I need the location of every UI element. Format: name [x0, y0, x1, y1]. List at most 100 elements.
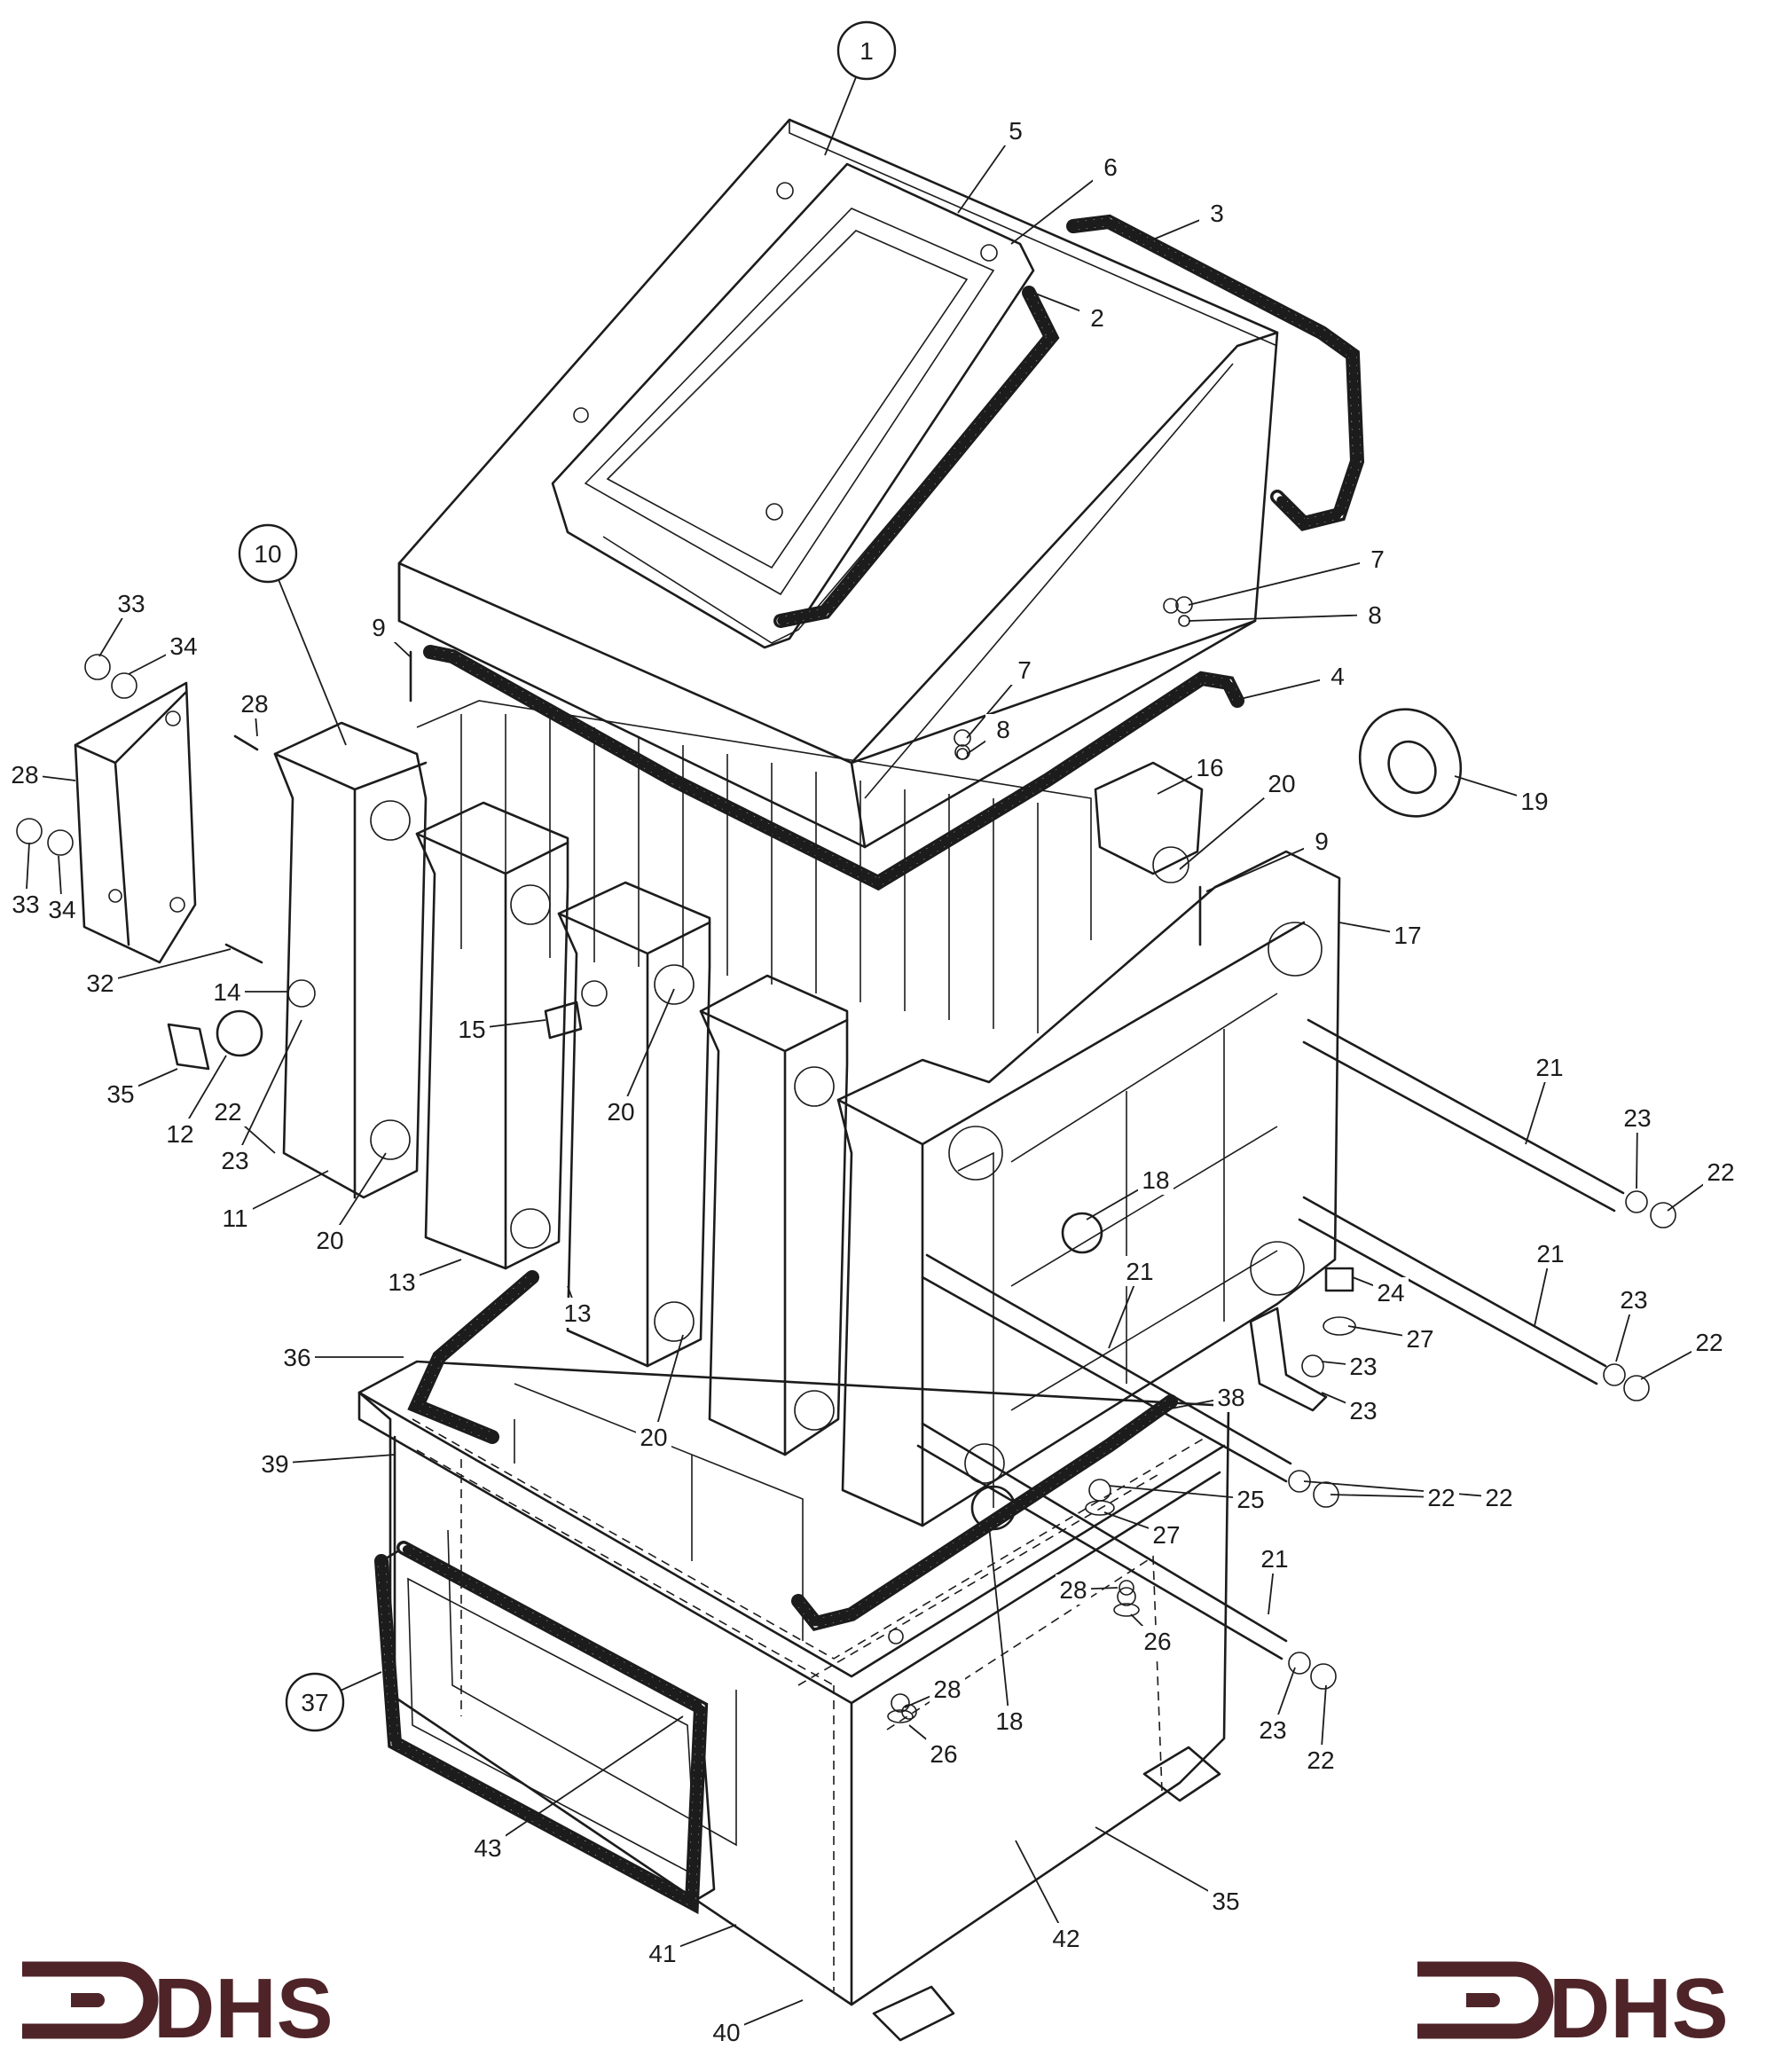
callout-number-33: 33 — [12, 891, 39, 918]
callout-number-7: 7 — [1017, 656, 1032, 684]
callout-backdrop-8 — [1357, 600, 1393, 630]
callout-number-24: 24 — [1377, 1279, 1404, 1307]
callout-number-38: 38 — [1217, 1384, 1244, 1411]
callout-number-17: 17 — [1393, 922, 1421, 949]
callout-number-7: 7 — [1370, 545, 1385, 573]
mounting-clip — [1249, 1267, 1356, 1412]
callout-backdrop-11 — [217, 1203, 253, 1233]
callout-number-21: 21 — [1536, 1240, 1564, 1268]
callout-number-23: 23 — [1349, 1397, 1377, 1424]
callout-backdrop-28 — [930, 1674, 965, 1704]
callout-backdrop-28 — [7, 759, 43, 789]
callout-number-21: 21 — [1126, 1258, 1153, 1285]
callout-circle-1 — [836, 20, 897, 81]
callout-backdrop-22 — [1703, 1157, 1739, 1187]
callout-number-21: 21 — [1535, 1054, 1563, 1081]
callout-backdrop-39 — [257, 1448, 293, 1479]
callout-backdrop-13 — [560, 1298, 595, 1328]
callout-number-23: 23 — [1259, 1716, 1286, 1744]
callout-number-27: 27 — [1152, 1521, 1180, 1549]
callout-backdrop-28 — [1056, 1574, 1091, 1605]
callout-backdrop-22 — [1424, 1482, 1459, 1512]
callout-backdrop-28 — [237, 688, 272, 718]
callout-backdrop-22 — [1692, 1327, 1727, 1357]
callout-backdrop-20 — [603, 1096, 639, 1126]
leader-line-22 — [1330, 1494, 1442, 1498]
callout-number-35: 35 — [106, 1080, 134, 1108]
callout-number-6: 6 — [1103, 153, 1118, 181]
callout-backdrop-41 — [645, 1938, 680, 1968]
inspection-window — [551, 162, 1048, 649]
callout-number-20: 20 — [607, 1098, 634, 1126]
callout-backdrop-26 — [1140, 1626, 1175, 1656]
callout-backdrop-40 — [709, 2017, 744, 2047]
leader-line-20 — [620, 988, 675, 1112]
callout-backdrop-34 — [44, 894, 80, 924]
callout-backdrop-42 — [1048, 1923, 1084, 1953]
callout-backdrop-21 — [1532, 1052, 1567, 1082]
callout-number-13: 13 — [563, 1299, 591, 1327]
callout-backdrop-25 — [1233, 1484, 1268, 1514]
leader-line-23 — [234, 1019, 302, 1161]
bottom-screws — [887, 1479, 1140, 1723]
callout-number-36: 36 — [283, 1344, 310, 1371]
callout-number-22: 22 — [1307, 1746, 1334, 1774]
callout-number-14: 14 — [213, 978, 240, 1006]
callout-number-28: 28 — [240, 690, 268, 718]
callout-number-22: 22 — [1485, 1484, 1512, 1511]
callout-backdrop-23 — [1346, 1395, 1381, 1425]
leader-line-10 — [267, 553, 347, 746]
callout-backdrop-7 — [1360, 544, 1395, 574]
callout-backdrop-23 — [217, 1145, 253, 1175]
callout-backdrop-34 — [166, 631, 201, 661]
dhs-logo-left: DHS — [22, 1961, 334, 2056]
callout-number-22: 22 — [1707, 1158, 1734, 1186]
callout-number-26: 26 — [1143, 1628, 1171, 1655]
callout-number-28: 28 — [11, 761, 38, 789]
dhs-logo-right: DHS — [1417, 1961, 1729, 2056]
callout-number-18: 18 — [1142, 1166, 1169, 1194]
callout-number-34: 34 — [48, 896, 75, 923]
callout-backdrop-16 — [1192, 752, 1228, 782]
callout-backdrop-22 — [1481, 1482, 1517, 1512]
leader-line-39 — [274, 1454, 396, 1464]
callout-number-32: 32 — [86, 969, 114, 997]
callout-backdrop-9 — [361, 612, 396, 642]
callout-backdrop-33 — [8, 889, 43, 919]
callout-backdrop-21 — [1122, 1256, 1158, 1286]
callout-backdrop-12 — [162, 1118, 198, 1149]
callout-backdrop-20 — [312, 1225, 348, 1255]
callout-backdrop-20 — [1264, 768, 1299, 798]
callout-backdrop-17 — [1390, 920, 1425, 950]
leader-line-32 — [99, 948, 232, 984]
leader-line-7 — [1188, 558, 1378, 606]
callout-leaders — [24, 50, 1722, 2033]
callout-number-25: 25 — [1236, 1486, 1264, 1513]
callout-number-10: 10 — [254, 540, 281, 568]
lower-frame — [357, 1360, 1230, 2042]
dhs-logo-text: DHS — [153, 1961, 334, 2056]
washer — [1358, 708, 1463, 818]
callout-number-23: 23 — [1623, 1104, 1651, 1132]
callout-backdrop-27 — [1402, 1323, 1438, 1354]
callout-number-5: 5 — [1009, 117, 1023, 145]
callout-number-41: 41 — [648, 1940, 676, 1967]
callout-number-40: 40 — [712, 2019, 740, 2046]
leader-line-8 — [1188, 614, 1376, 622]
callout-backdrop-5 — [998, 115, 1033, 145]
callout-number-3: 3 — [1210, 200, 1224, 227]
callout-backdrop-9 — [1304, 826, 1339, 856]
callout-number-22: 22 — [214, 1098, 241, 1126]
callout-number-23: 23 — [1620, 1286, 1647, 1314]
callout-backdrop-27 — [1149, 1519, 1184, 1550]
callout-circle-37 — [285, 1672, 345, 1732]
callout-number-21: 21 — [1260, 1545, 1288, 1573]
callout-number-9: 9 — [1315, 828, 1329, 855]
callout-backdrop-35 — [1208, 1886, 1244, 1916]
callout-backdrop-35 — [103, 1079, 138, 1109]
cover-hood — [397, 118, 1279, 849]
callout-number-23: 23 — [221, 1147, 248, 1174]
callout-backdrop-23 — [1620, 1103, 1655, 1133]
